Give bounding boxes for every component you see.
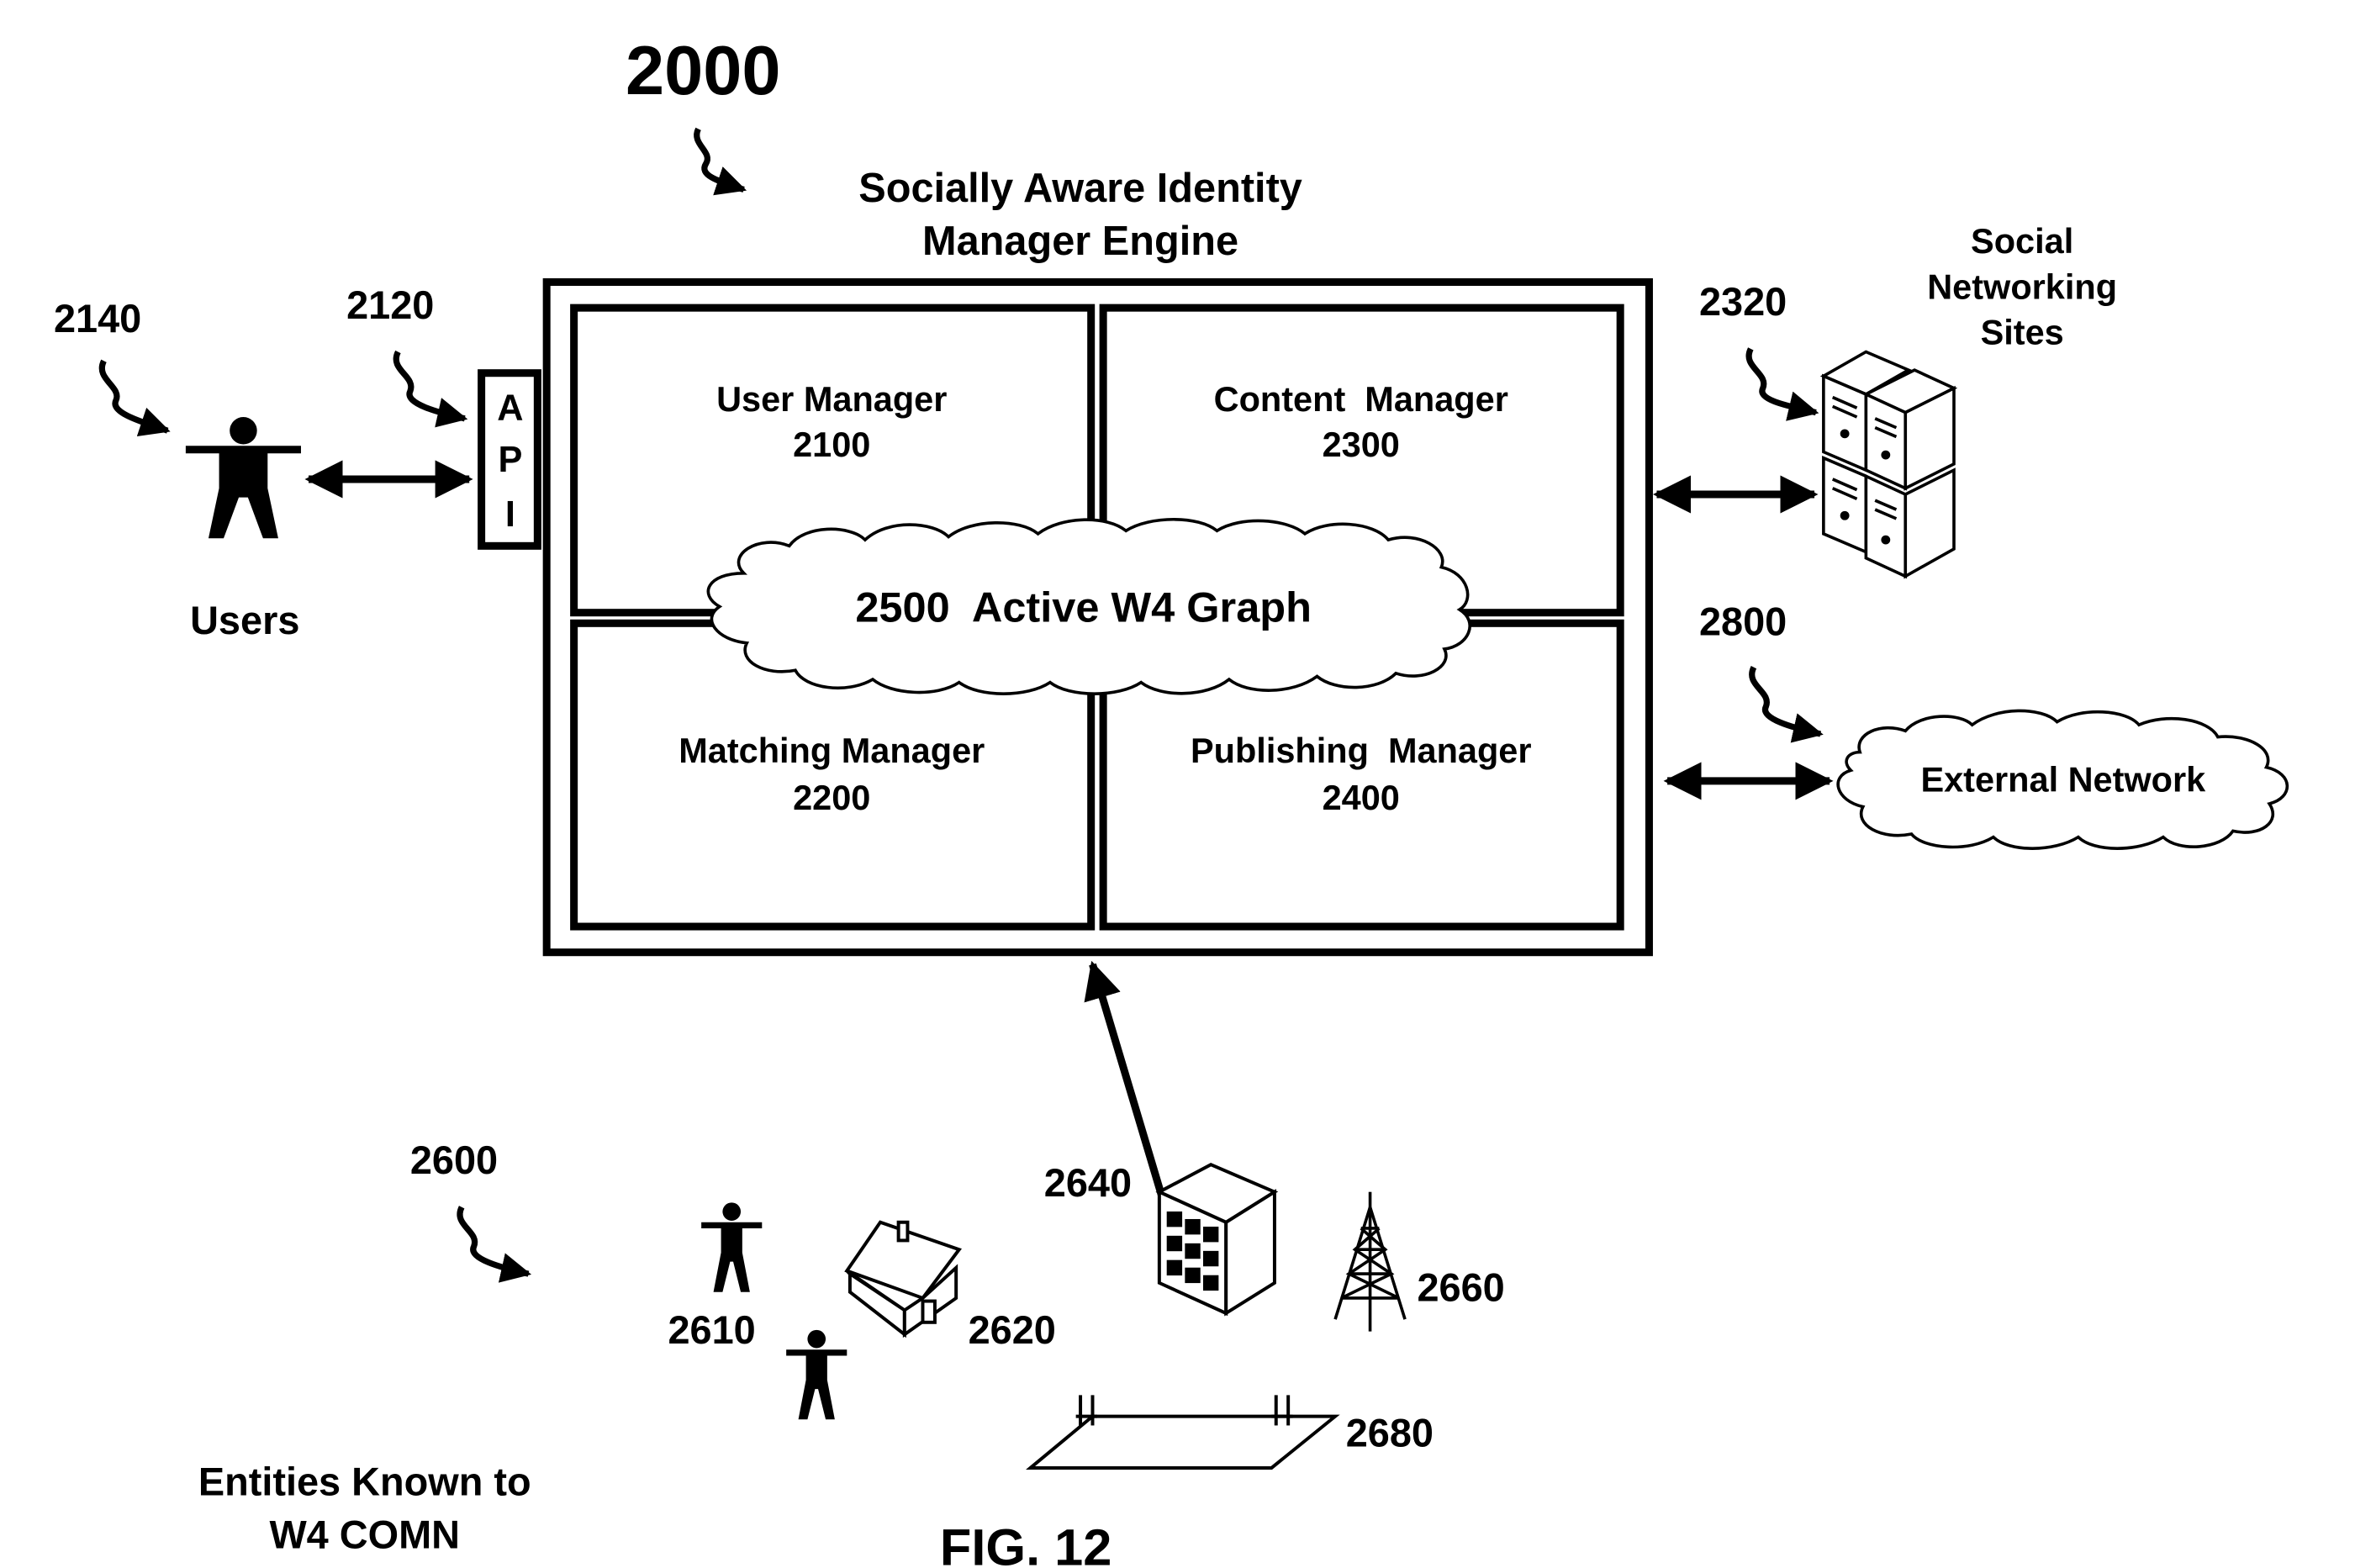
building-icon xyxy=(1159,1164,1275,1313)
graph-label: 2500 Active W4 Graph xyxy=(855,583,1312,631)
api-ref-leader xyxy=(396,351,465,418)
entities-label-line1: Entities Known to xyxy=(198,1460,531,1503)
entities-label-line2: W4 COMN xyxy=(269,1513,460,1557)
users-ref-leader xyxy=(102,361,167,430)
house-icon xyxy=(847,1222,958,1334)
entity-tower-ref: 2660 xyxy=(1417,1266,1504,1310)
api-letter-i: I xyxy=(505,494,515,535)
user-manager-ref: 2100 xyxy=(793,425,870,464)
social-sites-label-line2: Networking xyxy=(1927,267,2117,306)
user-figure-icon xyxy=(186,417,301,538)
person-icon-second xyxy=(786,1330,847,1419)
entity-people-ref: 2610 xyxy=(668,1308,755,1352)
api-letter-p: P xyxy=(498,440,522,480)
figure-caption: FIG. 12 xyxy=(940,1518,1111,1568)
radio-tower-icon xyxy=(1335,1192,1405,1332)
external-network-ref-leader xyxy=(1752,668,1821,734)
users-ref: 2140 xyxy=(54,297,141,341)
matching-manager-ref: 2200 xyxy=(793,778,870,817)
engine-title-line2: Manager Engine xyxy=(922,219,1238,264)
publishing-manager-name: Publishing Manager xyxy=(1191,731,1532,770)
entities-ref-leader xyxy=(460,1207,529,1274)
entity-house-ref: 2620 xyxy=(969,1308,1056,1352)
publishing-manager-ref: 2400 xyxy=(1323,778,1400,817)
playing-field-icon xyxy=(1031,1395,1336,1468)
external-network-label: External Network xyxy=(1920,760,2206,800)
user-manager-name: User Manager xyxy=(716,379,947,419)
social-sites-ref: 2320 xyxy=(1699,280,1787,324)
entity-field-ref: 2680 xyxy=(1346,1412,1434,1455)
users-label: Users xyxy=(190,599,299,642)
matching-manager-name: Matching Manager xyxy=(679,731,985,770)
entity-building-ref: 2640 xyxy=(1044,1161,1132,1205)
engine-ref-leader xyxy=(697,129,744,189)
engine-ref: 2000 xyxy=(626,31,781,109)
api-letter-a: A xyxy=(497,388,523,429)
server-rack-icon xyxy=(1824,351,1954,576)
api-ref: 2120 xyxy=(346,283,434,327)
content-manager-name: Content Manager xyxy=(1214,379,1508,419)
entities-ref: 2600 xyxy=(410,1138,498,1182)
external-network-ref: 2800 xyxy=(1699,600,1787,644)
engine-title-line1: Socially Aware Identity xyxy=(858,166,1302,211)
social-sites-label-line3: Sites xyxy=(1981,312,2064,351)
social-sites-label-line1: Social xyxy=(1971,221,2073,261)
person-icon xyxy=(701,1202,762,1291)
social-sites-ref-leader xyxy=(1749,349,1816,413)
content-manager-ref: 2300 xyxy=(1323,425,1400,464)
